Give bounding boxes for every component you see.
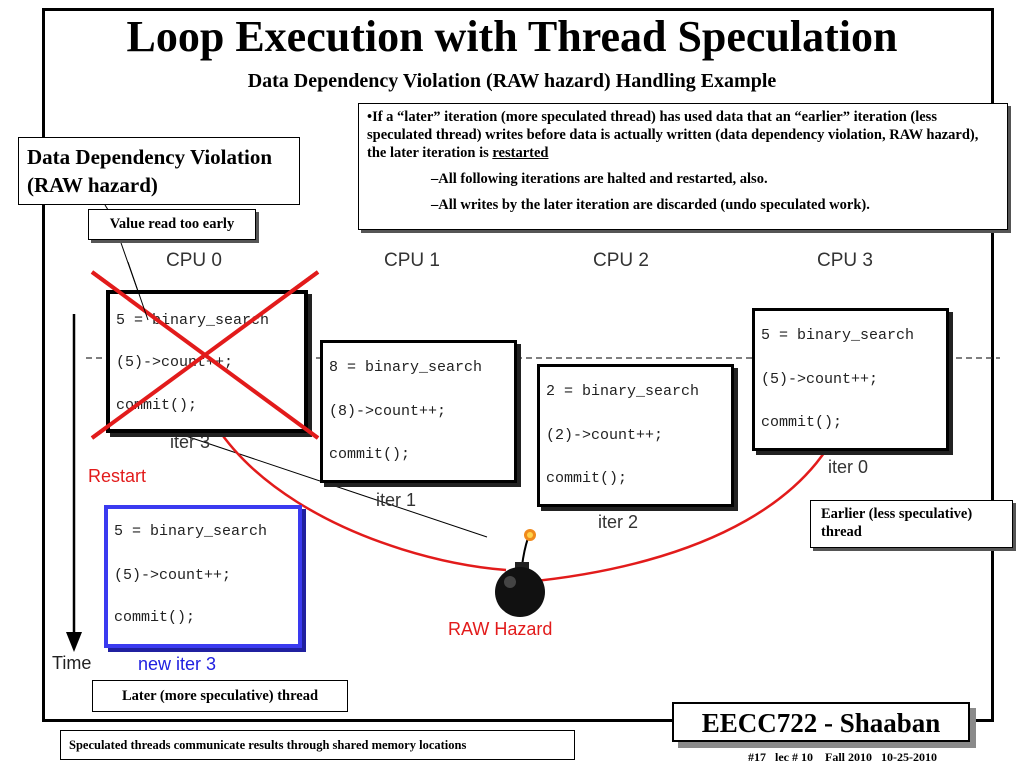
cpu3-label: CPU 3: [817, 250, 873, 271]
code-block-new-iter3: 5 = binary_search (5)->count++; commit()…: [104, 505, 302, 648]
earlier-thread-callout: Earlier (less speculative) thread: [810, 500, 1013, 548]
code-line: 2 = binary_search: [546, 383, 700, 400]
page-footer: #17 lec # 10 Fall 2010 10-25-2010: [748, 750, 937, 764]
code-line: (2)->count++;: [546, 427, 664, 444]
code-line: (5)->count++;: [114, 567, 232, 584]
code-line: commit();: [761, 414, 843, 431]
iter-label-cpu0: iter 3: [170, 432, 211, 452]
code-block-cpu3: 5 = binary_search (5)->count++; commit()…: [752, 308, 949, 451]
code-line: (5)->count++;: [761, 371, 879, 388]
code-line: commit();: [329, 446, 411, 463]
explanation-box: •If a “later” iteration (more speculated…: [358, 103, 1008, 230]
slide-subtitle: Data Dependency Violation (RAW hazard) H…: [247, 70, 777, 92]
value-read-callout: Value read too early: [88, 209, 256, 240]
code-line: 8 = binary_search: [329, 359, 483, 376]
restart-label: Restart: [88, 466, 147, 486]
iter-label-cpu3: iter 0: [828, 457, 869, 477]
code-line: (8)->count++;: [329, 403, 447, 420]
code-block-cpu0: 5 = binary_search (5)->count++; commit()…: [106, 290, 308, 433]
slide-frame: [42, 8, 994, 722]
code-line: commit();: [116, 397, 198, 414]
code-block-cpu1: 8 = binary_search (8)->count++; commit()…: [320, 340, 517, 483]
hazard-pointer-line: [149, 423, 488, 538]
footer-note: Speculated threads communicate results t…: [60, 730, 575, 760]
code-block-cpu2: 2 = binary_search (2)->count++; commit()…: [537, 364, 734, 507]
ddv-callout: Data Dependency Violation (RAW hazard): [18, 137, 300, 205]
time-arrow-head: [66, 632, 82, 652]
code-line: 5 = binary_search: [114, 523, 268, 540]
course-brand: EECC722 - Shaaban: [672, 702, 970, 742]
raw-hazard-label: RAW Hazard: [448, 619, 553, 639]
cpu0-label: CPU 0: [166, 250, 222, 271]
code-line: commit();: [546, 470, 628, 487]
iter-label-cpu1: iter 1: [376, 490, 417, 510]
time-label: Time: [52, 653, 92, 673]
explanation-main: •If a “later” iteration (more speculated…: [367, 109, 979, 161]
explanation-point-1: –All following iterations are halted and…: [431, 171, 768, 187]
bomb-icon: [495, 529, 545, 617]
cpu1-label: CPU 1: [384, 250, 440, 271]
code-line: (5)->count++;: [116, 354, 234, 371]
code-line: 5 = binary_search: [761, 327, 915, 344]
explanation-point-2: –All writes by the later iteration are d…: [431, 197, 870, 213]
iter-label-cpu2: iter 2: [598, 512, 639, 532]
restarted-emphasis: restarted: [492, 145, 549, 161]
later-thread-callout: Later (more speculative) thread: [92, 680, 348, 712]
cpu2-label: CPU 2: [593, 250, 649, 271]
code-line: 5 = binary_search: [116, 312, 270, 329]
slide-title: Loop Execution with Thread Speculation: [126, 12, 898, 61]
code-line: commit();: [114, 609, 196, 626]
new-iter-label: new iter 3: [138, 654, 217, 674]
